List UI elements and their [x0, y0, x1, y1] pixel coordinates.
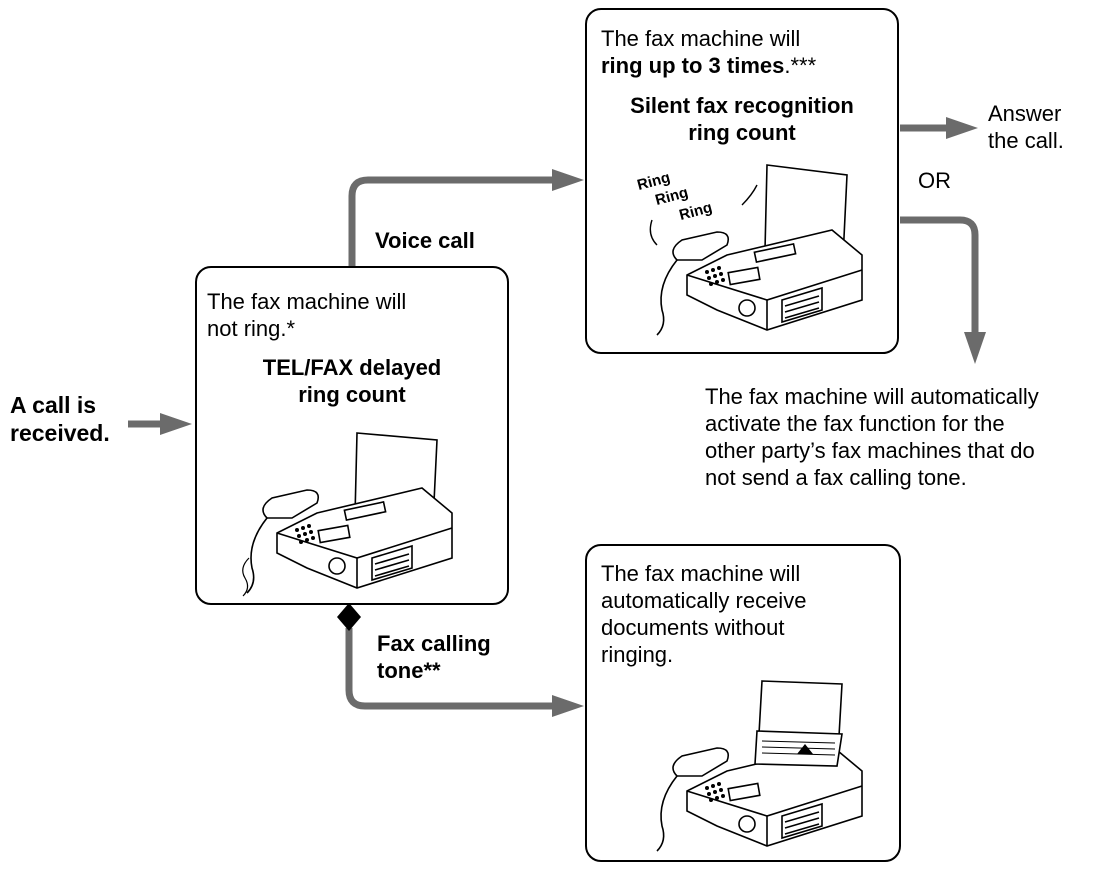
delayed-line1: The fax machine will: [207, 289, 407, 314]
silent-line2-bold: ring up to 3 times: [601, 53, 785, 78]
start-label-line1: A call is: [10, 392, 97, 418]
auto-fax-line2: activate the fax function for the: [705, 411, 1005, 436]
silent-line2-rest: .***: [784, 53, 817, 78]
silent-line2: ring up to 3 times.***: [601, 52, 816, 79]
fax-tone-label-line2: tone**: [377, 658, 441, 683]
delayed-line2: not ring.*: [207, 316, 296, 341]
delayed-title-line1: TEL/FAX delayed: [262, 355, 442, 380]
silent-line1: The fax machine will: [601, 26, 801, 51]
fax-tone-arrow: [337, 603, 584, 717]
diamond-marker: [337, 603, 361, 631]
receive-line4: ringing.: [601, 642, 674, 667]
receive-line2: automatically receive: [601, 588, 807, 613]
silent-recognition-box: The fax machine will ring up to 3 times.…: [585, 8, 899, 354]
fax-machine-illustration: [242, 432, 453, 597]
answer-arrow: [900, 117, 978, 139]
start-arrow: [128, 413, 192, 435]
start-label-line2: received.: [10, 420, 110, 446]
auto-fax-line4: not send a fax calling tone.: [705, 465, 967, 490]
or-arrow: [900, 216, 986, 364]
receive-line3: documents without: [601, 615, 785, 640]
fax-machine-ringing-illustration: [649, 164, 863, 336]
fax-machine-receiving-illustration: [656, 680, 863, 852]
receive-box: The fax machine will automatically recei…: [585, 544, 901, 862]
delayed-ring-box: The fax machine will not ring.* TEL/FAX …: [195, 266, 509, 605]
or-label: OR: [918, 168, 951, 193]
answer-line1: Answer: [988, 101, 1062, 126]
delayed-title-line2: ring count: [298, 382, 406, 407]
answer-line2: the call.: [988, 128, 1064, 153]
fax-tone-label-line1: Fax calling: [377, 631, 491, 656]
auto-fax-line1: The fax machine will automatically: [705, 384, 1039, 409]
voice-call-arrow: [348, 169, 584, 266]
silent-title-line1: Silent fax recognition: [630, 93, 854, 118]
silent-title-line2: ring count: [688, 120, 796, 145]
voice-call-label: Voice call: [375, 228, 475, 253]
auto-fax-line3: other party’s fax machines that do: [705, 438, 1035, 463]
receive-line1: The fax machine will: [601, 561, 801, 586]
